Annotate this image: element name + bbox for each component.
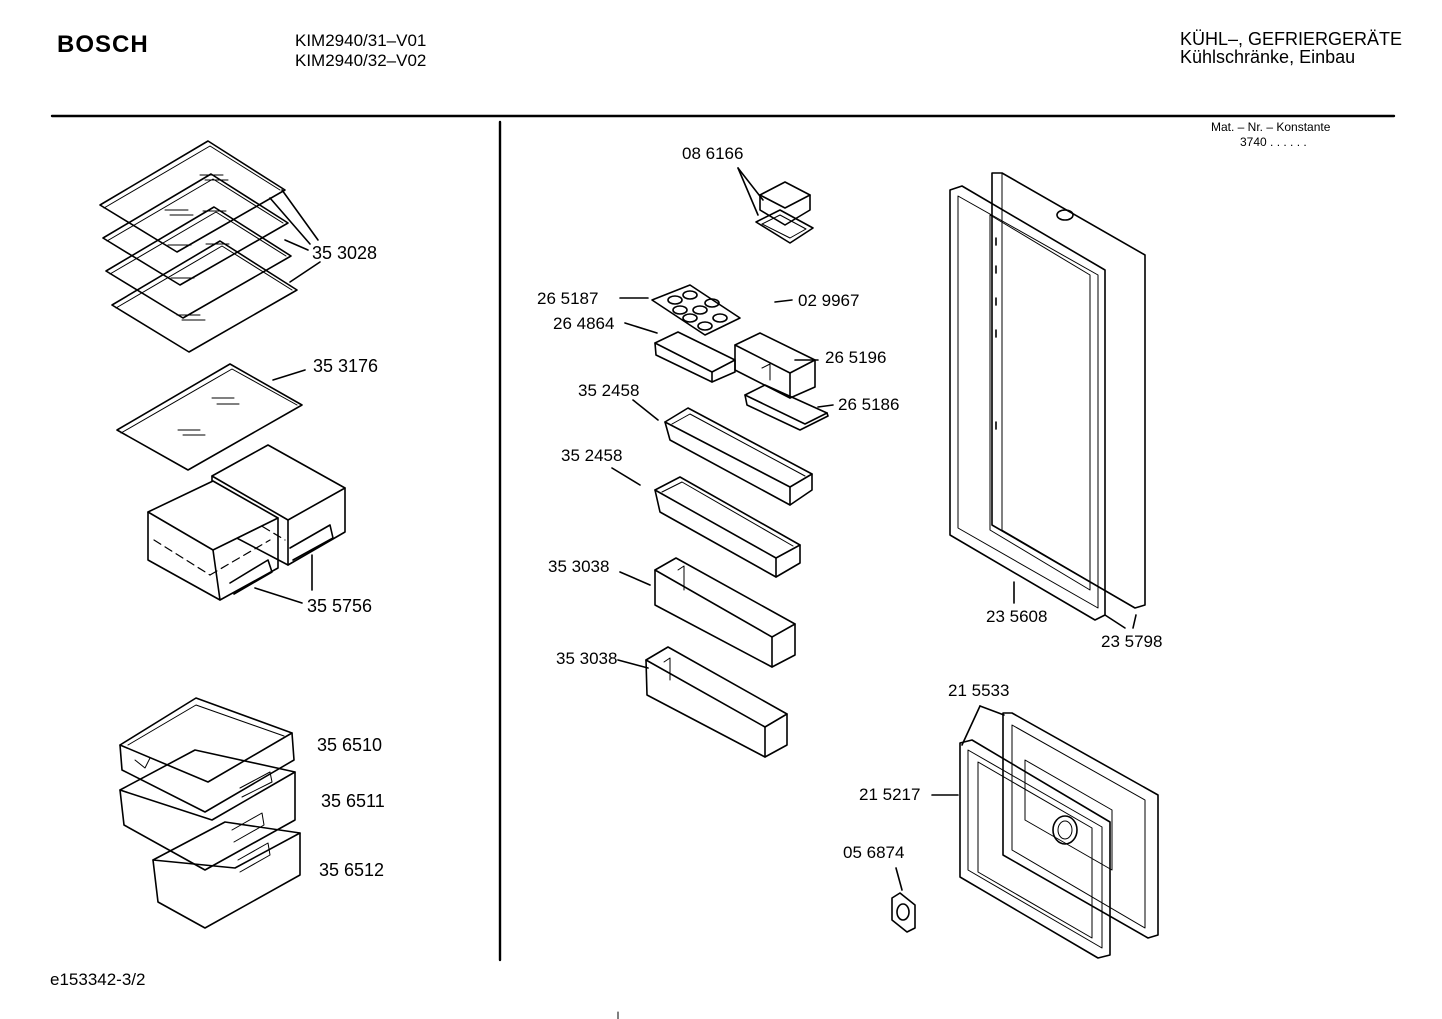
part-label-355756: 35 5756 [307, 596, 373, 616]
freezer-door-gasket [959, 739, 1111, 959]
freezer-drawer-top [119, 697, 295, 813]
part-label-086166: 08 6166 [682, 144, 744, 163]
model-number-2: KIM2940/32–V02 [295, 51, 427, 70]
part-label-215217: 21 5217 [859, 785, 921, 804]
part-label-353028: 35 3028 [312, 243, 378, 263]
drawing-code: e153342-3/2 [50, 970, 146, 989]
leader-265186 [817, 404, 834, 408]
freezer-drawer-bottom [152, 821, 301, 929]
small-door-shelf [654, 331, 736, 383]
part-label-056874: 05 6874 [843, 843, 905, 862]
part-label-029967: 02 9967 [798, 291, 860, 310]
egg-tray [651, 284, 741, 336]
part-label-353176: 35 3176 [313, 356, 379, 376]
leader-353028-b [269, 197, 311, 245]
part-label-265186: 26 5186 [838, 395, 900, 414]
fridge-door-gasket [949, 185, 1106, 621]
part-label-353038-a: 35 3038 [548, 557, 610, 576]
dairy-compartment [734, 332, 816, 399]
model-number-1: KIM2940/31–V01 [295, 31, 427, 50]
leader-353028-d [289, 261, 321, 283]
part-label-353038-b: 35 3038 [556, 649, 618, 668]
dairy-compartment-lid [744, 384, 829, 431]
part-label-235608: 23 5608 [986, 607, 1048, 626]
part-label-215533: 21 5533 [948, 681, 1010, 700]
leader-353038-a [619, 571, 651, 586]
freezer-drawer-middle [119, 749, 296, 871]
leader-086166-a [737, 167, 764, 201]
part-label-265187: 26 5187 [537, 289, 599, 308]
leader-215533-b [961, 705, 981, 746]
leader-353028-c [284, 239, 309, 251]
thermostat-knob [891, 892, 916, 933]
part-label-356511: 35 6511 [321, 791, 385, 811]
part-label-356510: 35 6510 [317, 735, 383, 755]
leader-235798-b [1132, 614, 1137, 629]
leader-264864 [624, 322, 658, 334]
leader-353176 [272, 369, 306, 381]
leader-352458-a [632, 399, 659, 421]
leader-353038-b [617, 659, 649, 669]
leader-355756-b [254, 587, 303, 604]
category-subtitle: Kühlschränke, Einbau [1180, 47, 1356, 67]
part-label-265196: 26 5196 [825, 348, 887, 367]
leader-215533-a [979, 705, 1005, 716]
constant-value: 3740 . . . . . . [1240, 135, 1307, 149]
part-label-356512: 35 6512 [319, 860, 385, 880]
leader-235798-a [1104, 614, 1126, 629]
glass-shelf-stack [99, 140, 298, 353]
fridge-door [991, 172, 1146, 609]
part-label-352458-b: 35 2458 [561, 446, 623, 465]
constant-label: Mat. – Nr. – Konstante [1211, 120, 1331, 134]
door-shelf-353038-b [645, 646, 788, 758]
vegetable-crisper-front [147, 480, 279, 601]
part-label-235798: 23 5798 [1101, 632, 1163, 651]
leader-029967 [774, 299, 793, 303]
leader-086166-b [737, 167, 759, 216]
glass-shelf-single [116, 363, 303, 471]
category-title: KÜHL–, GEFRIERGERÄTE [1180, 29, 1403, 49]
butter-compartment [755, 181, 814, 244]
leader-056874 [895, 867, 903, 891]
door-shelf-352458-a [664, 407, 813, 506]
brand-logo: BOSCH [57, 31, 149, 58]
door-shelf-353038-a [654, 557, 796, 668]
leader-352458-b [611, 467, 641, 486]
freezer-door [1002, 712, 1159, 939]
door-shelf-352458-b [654, 476, 801, 578]
part-label-264864: 26 4864 [553, 314, 615, 333]
part-label-352458-a: 35 2458 [578, 381, 640, 400]
leader-353028-a [281, 189, 319, 241]
